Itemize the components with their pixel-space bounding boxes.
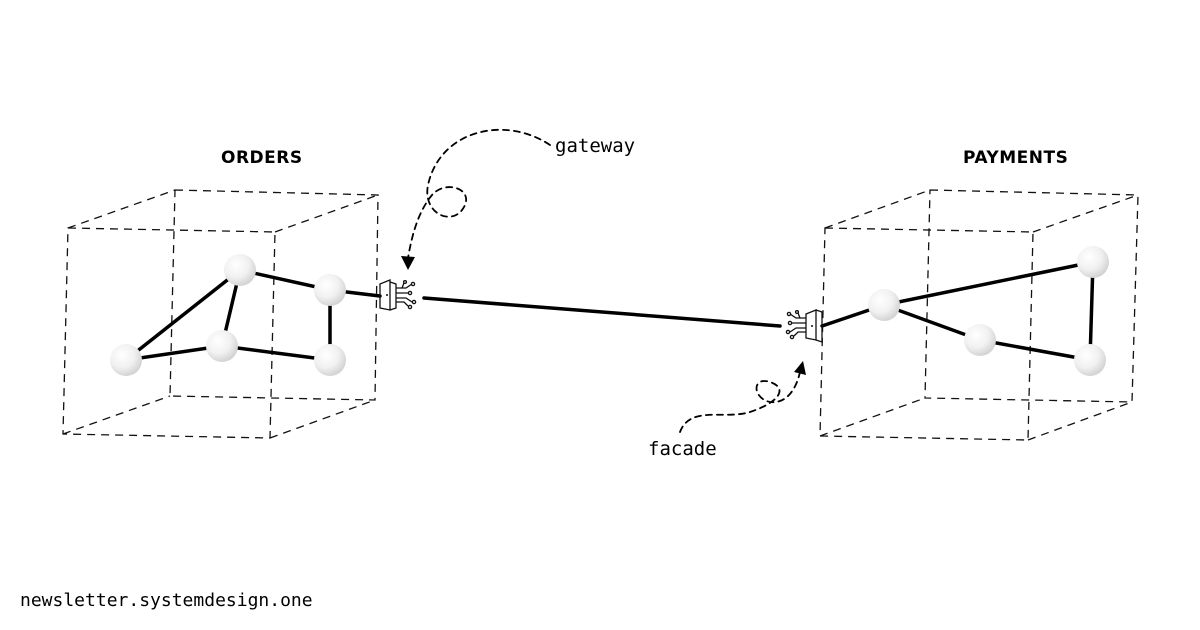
orders-edge [220,344,332,362]
orders-cube-connectors [62,189,379,439]
orders-title: ORDERS [221,148,303,168]
payments-cube-back-face [924,189,1139,403]
facade-annotation-arrow [679,361,806,433]
payments-cube [819,189,1139,441]
orders-cube-back-face [169,189,379,401]
payments-edge [882,303,982,342]
orders-node [206,330,238,362]
payments-title: PAYMENTS [963,148,1069,168]
payments-cube-front-face [819,227,1034,441]
payments-node [868,289,900,321]
door-circuit-icon [379,279,417,311]
payments-edge [978,338,1092,362]
payments-node [964,324,996,356]
facade-label: facade [648,438,717,460]
payments-node [1074,344,1106,376]
orders-nodes [110,254,346,376]
orders-edge [124,268,242,362]
orders-edge [124,344,224,362]
gateway-label: gateway [555,135,636,157]
door-circuit-icon [785,309,823,343]
orders-node [110,344,142,376]
payments-node [1077,246,1109,278]
gateway-annotation-arrow [401,128,551,270]
footer-credit: newsletter.systemdesign.one [20,590,313,611]
payments-nodes [868,246,1109,376]
payments-graph-edges [820,260,1095,362]
payments-edge [882,260,1095,307]
orders-node [224,254,256,286]
gateway-to-facade-link [422,296,782,328]
payments-edge [1088,260,1095,362]
orders-node [314,344,346,376]
orders-node [314,274,346,306]
orders-cube [62,189,379,439]
